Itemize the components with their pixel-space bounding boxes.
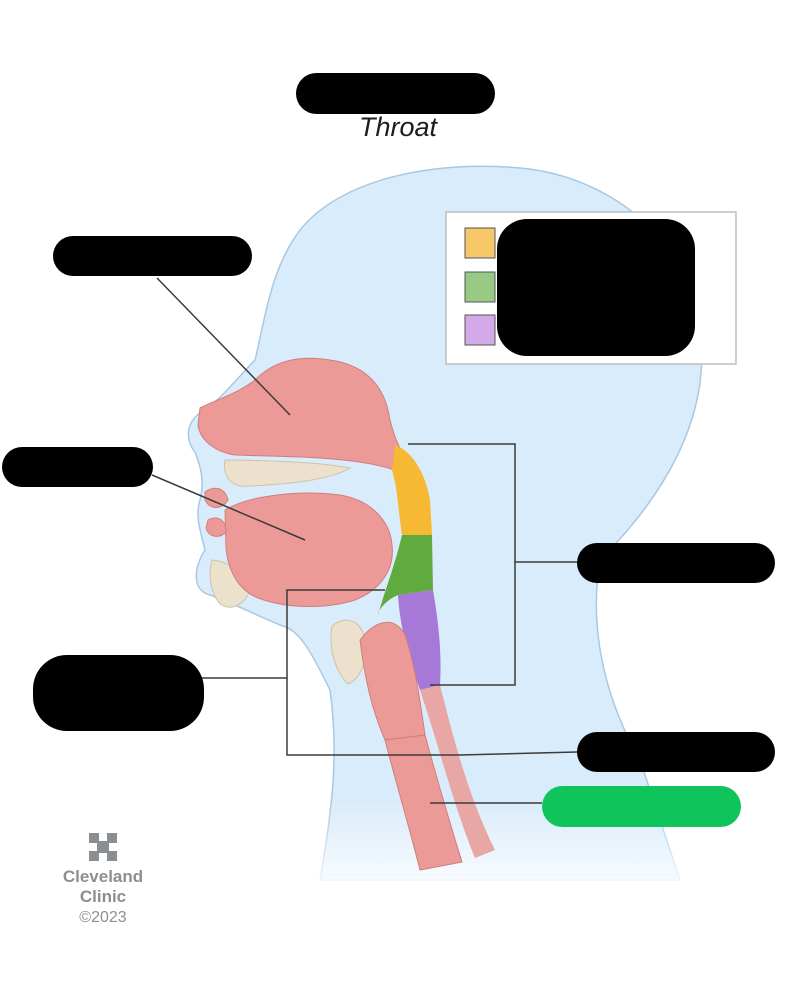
mouth-bracket-lower bbox=[286, 678, 460, 756]
mouth-bracket bbox=[200, 589, 385, 679]
mouth-leader bbox=[151, 474, 306, 541]
legend-swatch-1 bbox=[464, 227, 496, 259]
lower-lip bbox=[205, 517, 227, 537]
brand-name-line1: Cleveland bbox=[62, 867, 144, 886]
epiglottis bbox=[330, 619, 367, 685]
oropharynx-region bbox=[378, 535, 433, 615]
trachea bbox=[384, 734, 463, 871]
palate-bone bbox=[224, 459, 352, 487]
brand-name-line2: Clinic bbox=[79, 887, 127, 906]
nasal-cavity-label-redaction bbox=[53, 236, 252, 276]
heading-redaction bbox=[296, 73, 495, 114]
leader-lines bbox=[151, 277, 578, 804]
throat-region-label-redaction bbox=[33, 655, 204, 731]
nasopharynx-region bbox=[392, 445, 432, 535]
cleveland-clinic-logo: Cleveland Clinic ©2023 bbox=[48, 833, 158, 927]
nasal-leader bbox=[156, 277, 291, 416]
nasal-cavity bbox=[197, 357, 406, 471]
pharynx-bracket bbox=[408, 443, 516, 686]
esophagus-label-redaction bbox=[577, 732, 775, 772]
trachea-label-highlight bbox=[542, 786, 741, 827]
legend-text-redaction bbox=[497, 219, 695, 356]
mouth-label-redaction bbox=[2, 447, 153, 487]
clinic-logo-icon bbox=[89, 833, 117, 861]
legend-swatch-3 bbox=[464, 314, 496, 346]
larynx bbox=[359, 621, 426, 741]
copyright: ©2023 bbox=[79, 909, 127, 926]
tongue bbox=[224, 492, 393, 607]
diagram-title: Throat bbox=[358, 112, 438, 142]
pharynx-label-redaction bbox=[577, 543, 775, 583]
esophagus-leader bbox=[459, 751, 578, 756]
laryngopharynx-region bbox=[398, 590, 441, 690]
esophagus bbox=[420, 685, 495, 858]
legend-swatch-2 bbox=[464, 271, 496, 303]
upper-lip bbox=[204, 487, 229, 508]
